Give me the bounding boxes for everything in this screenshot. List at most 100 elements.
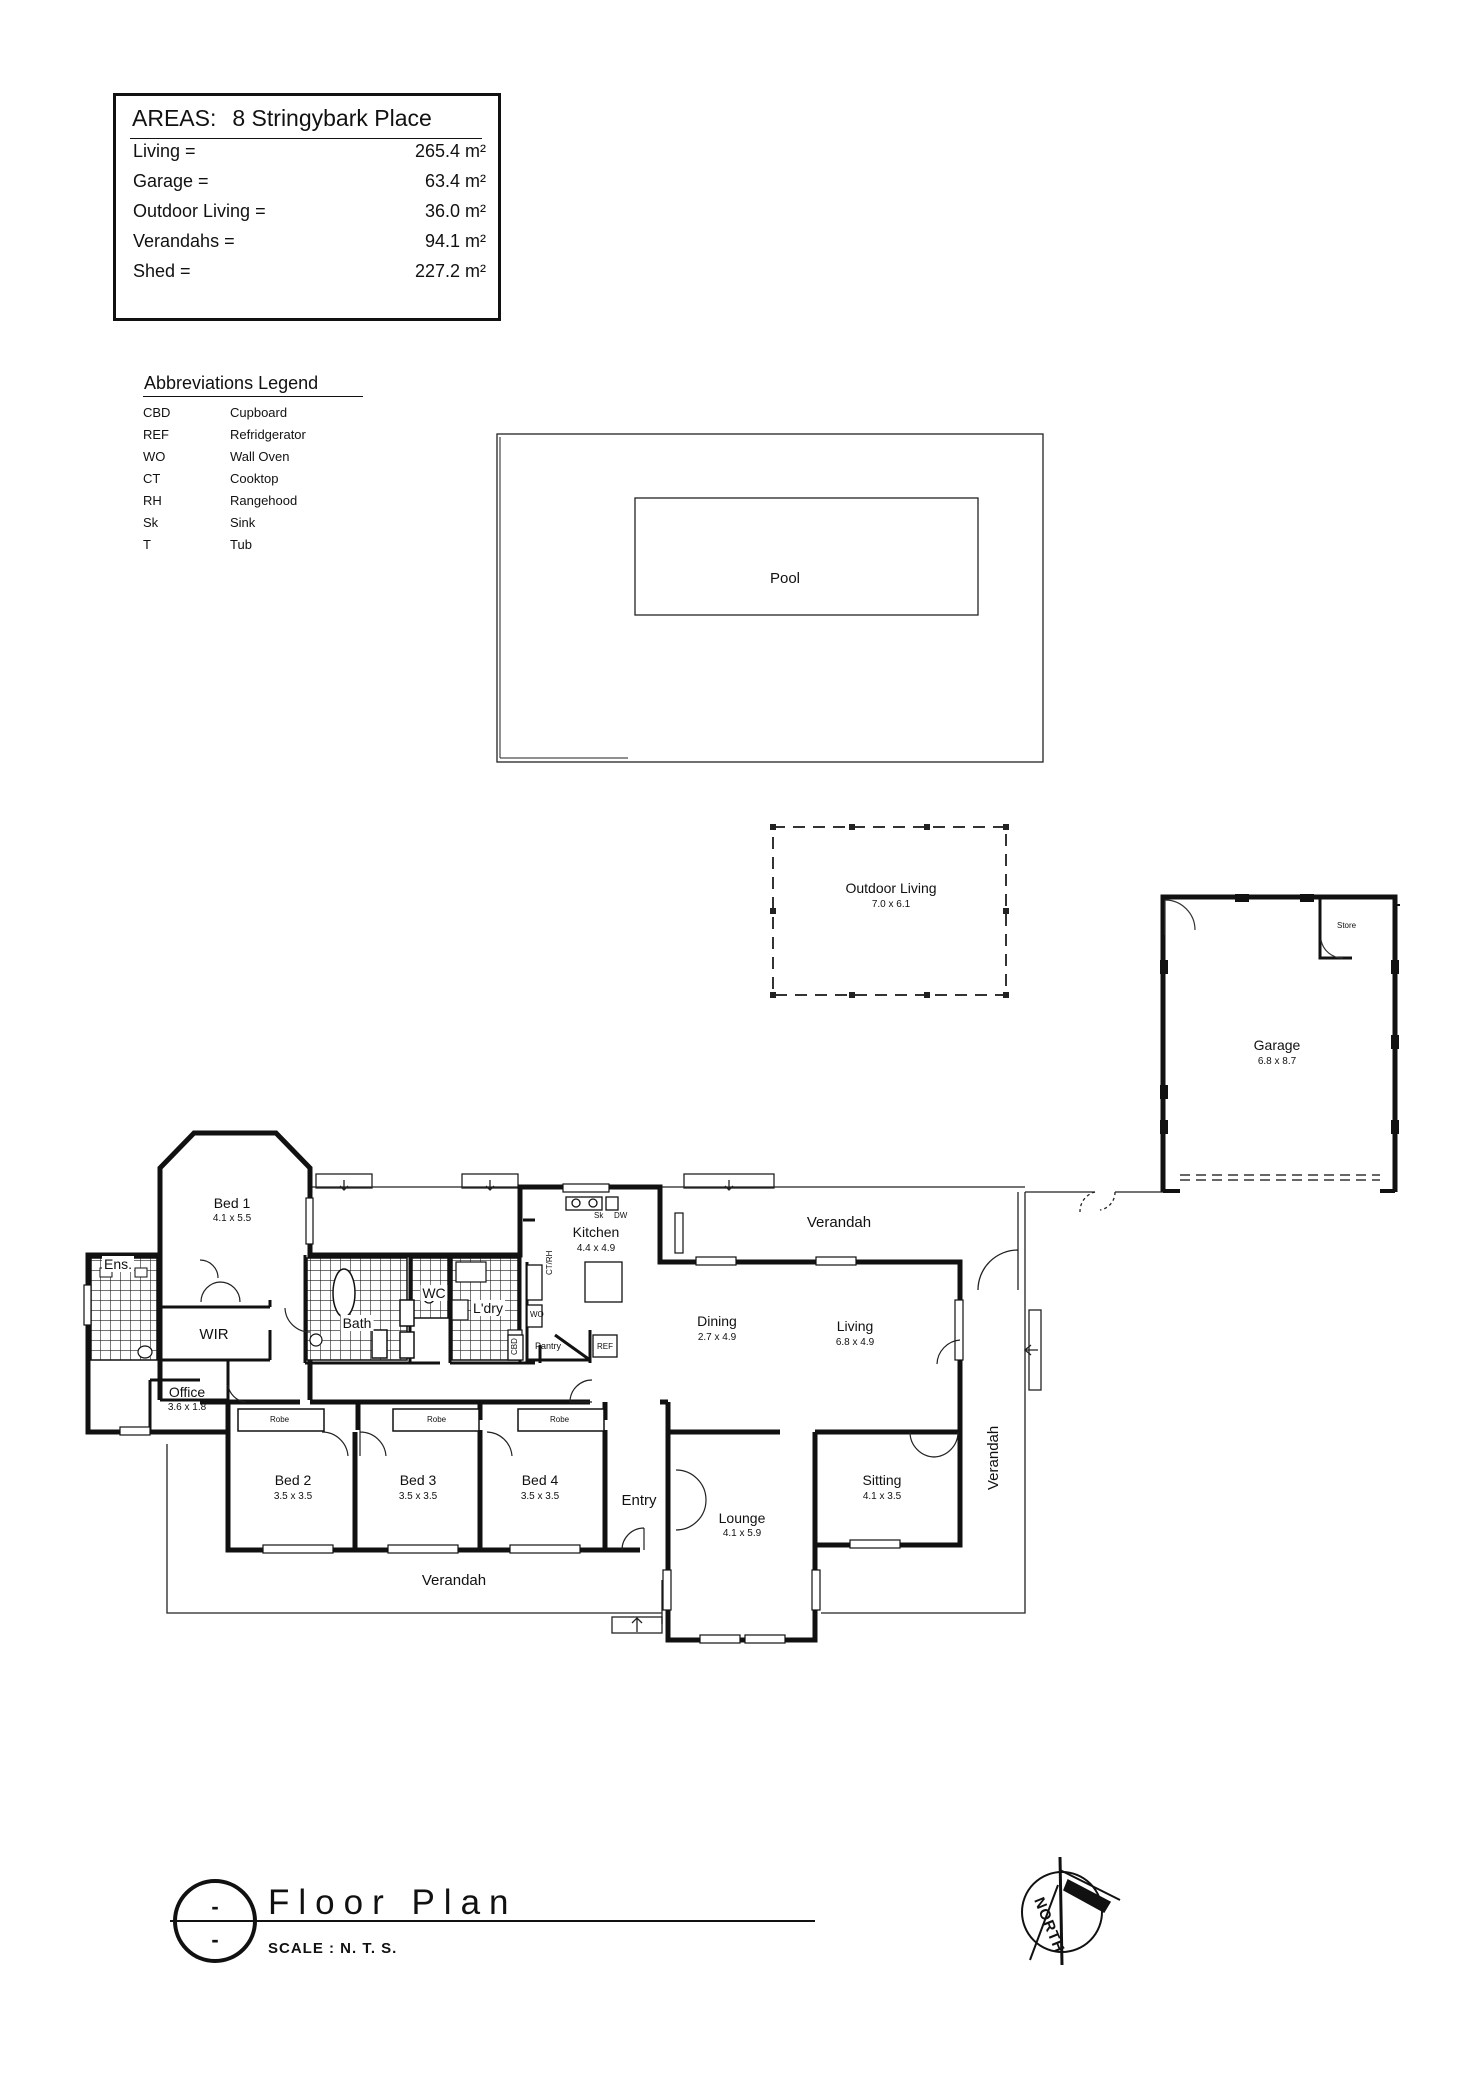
verandah-bottom-label: Verandah (421, 1572, 487, 1589)
area-row-outdoor-living: Outdoor Living = 36.0 m² (133, 201, 486, 229)
store-label: Store (1337, 921, 1357, 930)
kitchen-dim: 4.4 x 4.9 (576, 1243, 616, 1254)
robe-bed4-label: Robe (550, 1415, 570, 1424)
title-block (170, 1879, 815, 1963)
dining-dim: 2.7 x 4.9 (697, 1332, 737, 1343)
abbr-code: CBD (143, 405, 171, 420)
cbd-label: CBD (510, 1338, 519, 1355)
abbr-code: REF (143, 427, 169, 442)
bathtub (332, 1268, 356, 1318)
drawing-title: Floor Plan (268, 1883, 518, 1922)
area-value: 227.2 m² (414, 261, 486, 281)
bed2-dim: 3.5 x 3.5 (273, 1491, 313, 1502)
office-dim: 3.6 x 1.8 (167, 1402, 207, 1413)
kitchen-fixtures (507, 1196, 623, 1361)
outdoor-living-dim: 7.0 x 6.1 (871, 899, 911, 910)
pantry-label: Pantry (535, 1341, 562, 1351)
area-label: Verandahs = (133, 231, 235, 251)
garage-door-swing (1164, 899, 1196, 935)
abbreviations-divider (143, 396, 363, 397)
section-ref-bottom: - (211, 1927, 219, 1952)
area-value: 94.1 m² (424, 231, 486, 251)
robes (237, 1408, 605, 1432)
abbr-code: CT (143, 471, 161, 486)
area-value: 36.0 m² (424, 201, 486, 221)
bed3-dim: 3.5 x 3.5 (398, 1491, 438, 1502)
sitting-label: Sitting (862, 1472, 902, 1488)
verandah-outline (166, 1186, 1163, 1634)
area-label: Garage = (133, 171, 209, 191)
lounge-dim: 4.1 x 5.9 (722, 1528, 762, 1539)
outdoor-living-outline (772, 826, 1007, 996)
bath-cbd (399, 1299, 415, 1327)
garage-dim: 6.8 x 8.7 (1257, 1056, 1297, 1067)
kitchen-sink-label: Sk (594, 1211, 604, 1220)
kitchen-label: Kitchen (572, 1224, 620, 1240)
abbr-code: Sk (143, 515, 159, 530)
abbr-code: T (143, 537, 151, 552)
garage-label: Garage (1253, 1037, 1301, 1053)
area-label: Living = (133, 141, 196, 161)
wir-label: WIR (199, 1326, 229, 1343)
outdoor-living-label: Outdoor Living (845, 880, 937, 896)
laundry-label: L'dry (471, 1300, 505, 1316)
kitchen-dw-label: DW (614, 1211, 628, 1220)
abbr-desc: Cupboard (230, 405, 288, 420)
abbr-desc: Rangehood (230, 493, 298, 508)
bed4-label: Bed 4 (521, 1472, 559, 1488)
abbreviations-title: Abbreviations Legend (144, 373, 319, 393)
robe-bed3-label: Robe (427, 1415, 447, 1424)
abbr-code: RH (143, 493, 162, 508)
pool-outline (634, 497, 979, 616)
abbr-desc: Refridgerator (230, 427, 306, 442)
bed3-label: Bed 3 (399, 1472, 437, 1488)
living-dim: 6.8 x 4.9 (835, 1337, 875, 1348)
office-label: Office (168, 1384, 206, 1400)
area-row-garage: Garage =63.4 m² (133, 171, 486, 199)
area-value: 265.4 m² (414, 141, 486, 161)
bed1-label: Bed 1 (213, 1195, 251, 1211)
ensuite-label: Ens. (101, 1256, 135, 1272)
area-label: Shed = (133, 261, 191, 281)
pool-label: Pool (769, 570, 801, 587)
bed2-label: Bed 2 (274, 1472, 312, 1488)
bed4-dim: 3.5 x 3.5 (520, 1491, 560, 1502)
areas-title: AREAS:8 Stringybark Place (132, 105, 432, 132)
interior-walls (148, 1218, 817, 1545)
entry-label: Entry (621, 1492, 657, 1509)
living-label: Living (836, 1318, 874, 1334)
drawing-scale: SCALE : N. T. S. (268, 1940, 398, 1957)
ensuite-toilet (137, 1345, 153, 1359)
windows (83, 1183, 964, 1644)
bath-label: Bath (340, 1315, 374, 1331)
area-row-verandahs: Verandahs = 94.1 m² (133, 231, 486, 259)
ref-label: REF (597, 1342, 613, 1351)
section-ref-top: - (211, 1894, 219, 1919)
abbr-desc: Wall Oven (230, 449, 290, 464)
bath-cbd (399, 1331, 415, 1359)
dining-label: Dining (697, 1313, 737, 1329)
abbr-code: WO (143, 449, 166, 464)
outdoor-living-structure (770, 824, 1009, 998)
lounge-label: Lounge (718, 1510, 766, 1526)
verandah-top-label: Verandah (806, 1214, 872, 1231)
robe-bed2-label: Robe (270, 1415, 290, 1424)
abbr-desc: Cooktop (230, 471, 279, 486)
tiled-areas (90, 1257, 523, 1361)
wo-label: WO (530, 1310, 544, 1319)
bed1-dim: 4.1 x 5.5 (212, 1213, 252, 1224)
wc-label: WC (420, 1285, 448, 1301)
toilet (309, 1333, 323, 1347)
areas-box (113, 93, 501, 321)
garage-structure (1160, 894, 1400, 1193)
area-label: Outdoor Living = (133, 201, 266, 221)
sitting-dim: 4.1 x 3.5 (862, 1491, 902, 1502)
areas-title-label: AREAS: (132, 105, 217, 131)
door-swings (199, 1259, 961, 1551)
abbr-desc: Sink (230, 515, 256, 530)
areas-divider (130, 138, 482, 139)
abbr-desc: Tub (230, 537, 252, 552)
area-row-living: Living = 265.4 m² (133, 141, 486, 169)
pool-fence (496, 433, 1044, 763)
